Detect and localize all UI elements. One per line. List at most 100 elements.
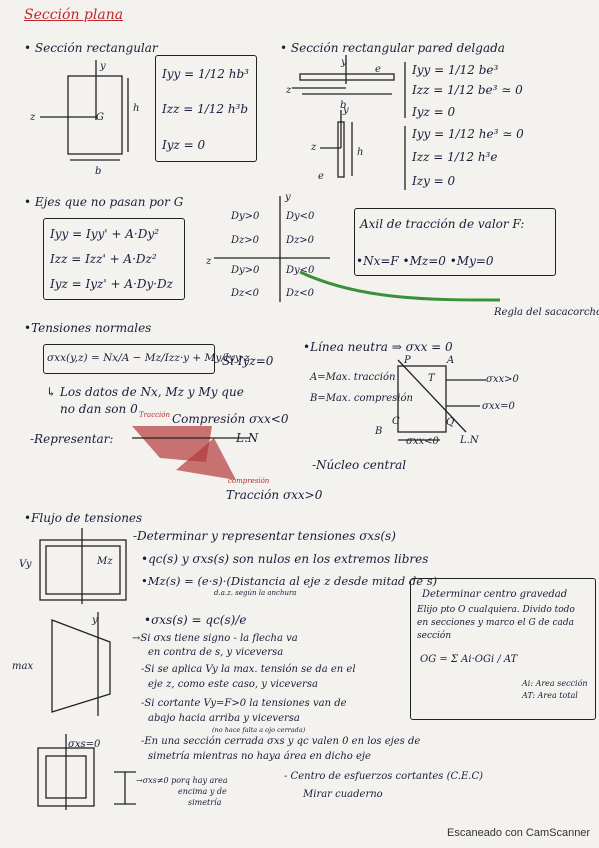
flujo-item-17: - Centro de esfuerzos cortantes (C.E.C) <box>284 771 484 782</box>
flujo-sxs0-label: σxs=0 <box>68 739 101 750</box>
centroid-at: AT: Area total <box>522 691 578 700</box>
rect-y-label: y <box>100 61 106 72</box>
tension-note1: ↳ Los datos de Nx, Mz y My que <box>46 385 244 399</box>
quad-axis-z: z <box>206 256 212 267</box>
flujo-item-8: eje z, como este caso, y viceversa <box>148 679 318 690</box>
represent-label: -Representar: <box>30 432 114 446</box>
flujo-item-12: -En una sección cerrada σxs y qc valen 0… <box>141 736 421 747</box>
rect-formula-iyz: Iyz = 0 <box>162 138 206 152</box>
axes-formula-iyz: Iyz = Iyz' + A·Dy·Dz <box>50 277 173 291</box>
thin-e-label: e <box>375 64 381 75</box>
axil-note: Regla del sacacorchos <box>494 307 599 318</box>
flujo-vy-label: Vy <box>19 559 32 570</box>
pt-sxx-neg: σxx<0 <box>406 436 439 447</box>
quad-3: Dz>0 <box>231 235 260 246</box>
quad-axis-y: y <box>285 192 291 203</box>
green-screw-scribble <box>299 270 501 302</box>
thin2-e-label: e <box>318 171 324 182</box>
flujo-heading: •Flujo de tensiones <box>24 511 143 525</box>
quad-5: Dy>0 <box>231 265 260 276</box>
flux-section-1 <box>39 539 127 601</box>
neutral-a-label: A=Max. tracción <box>310 372 396 383</box>
small-compresion-label: compresión <box>228 477 270 485</box>
axil-box <box>354 208 556 276</box>
tension-heading: •Tensiones normales <box>24 321 152 335</box>
pt-b: B <box>375 426 383 437</box>
flujo-item-11: (no hace falta a ojo cerrada) <box>212 726 306 734</box>
thin2-y-label: y <box>343 105 349 116</box>
flujo-mz-label: Mz <box>97 556 113 567</box>
axes-heading: • Ejes que no pasan por G <box>24 195 184 209</box>
thin-formula-a-izz: Izz = 1/12 be³ ≃ 0 <box>412 83 523 97</box>
pt-p: P <box>404 355 411 366</box>
centroid-line-0: Determinar centro gravedad <box>422 589 568 600</box>
rect-formula-box <box>155 55 257 162</box>
pt-t: T <box>428 373 435 384</box>
centroid-line-1: Elijo pto O cualquiera. Divido todo <box>417 605 575 615</box>
flujo-item-14: →σxs≠0 porq hay area <box>136 776 228 785</box>
flujo-item-1: •qc(s) y σxs(s) son nulos en los extremo… <box>141 552 429 566</box>
flujo-max-label: max <box>12 661 34 672</box>
quad-6: Dy<0 <box>286 265 315 276</box>
flujo-item-6: en contra de s, y viceversa <box>148 647 284 658</box>
centroid-ai: Ai: Area sección <box>522 679 588 688</box>
flujo-item-16: simetría <box>188 798 222 807</box>
pt-ln: L.N <box>460 435 479 446</box>
quad-7: Dz<0 <box>231 288 260 299</box>
nucleo-central: -Núcleo central <box>312 458 407 472</box>
pt-sxx-zero: σxx=0 <box>482 401 515 412</box>
tension-formula-box <box>43 344 215 374</box>
axil-line: •Nx=F •Mz=0 •My=0 <box>356 254 494 268</box>
flujo-item-15: encima y de <box>178 787 227 796</box>
flujo-item-3: d.a.z. según la anchura <box>214 589 297 597</box>
rect-g-label: G <box>96 112 104 123</box>
tension-condition: Si Iyz=0 <box>222 354 274 368</box>
compression-wedge <box>132 426 212 462</box>
quad-2: Dy<0 <box>286 211 315 222</box>
rect-section-shape <box>67 75 123 155</box>
centroid-box <box>410 578 596 720</box>
axes-formula-iyy: Iyy = Iyy' + A·Dy² <box>50 227 159 241</box>
pt-q: Q <box>446 417 455 428</box>
thin-b-label: b <box>340 100 347 111</box>
flujo-y-label: y <box>92 615 98 626</box>
thin-y-label: y <box>341 57 347 68</box>
thin2-h-label: h <box>357 147 364 158</box>
thin-formula-b-izz: Izz = 1/12 h³e <box>412 150 498 164</box>
rect-b-label: b <box>95 166 102 177</box>
compresion-label: Compresión σxx<0 <box>172 412 289 426</box>
flux-section-2 <box>51 619 111 713</box>
neutral-b-label: B=Max. compresión <box>310 393 413 404</box>
traccion-label: Tracción σxx>0 <box>226 488 323 502</box>
rect-formula-izz: Izz = 1/12 h³b <box>162 102 249 116</box>
thin-formula-b-izy: Izy = 0 <box>412 174 456 188</box>
flujo-item-13: simetría mientras no haya área en dicho … <box>148 751 371 762</box>
small-traccion-label: Tracción <box>139 411 170 419</box>
flujo-item-18: Mirar cuaderno <box>303 789 383 800</box>
flujo-item-9: -Si cortante Vy=F>0 la tensiones van de <box>141 698 347 709</box>
quad-1: Dy>0 <box>231 211 260 222</box>
axes-formula-box <box>43 218 185 300</box>
flujo-item-7: -Si se aplica Vy la max. tensión se da e… <box>141 664 356 675</box>
thin2-z-label: z <box>311 142 317 153</box>
rect-z-label: z <box>30 112 36 123</box>
thin-h-shape <box>299 73 395 81</box>
page-title: Sección plana <box>24 7 124 23</box>
flujo-item-2: •Mz(s) = (e·s)·(Distancia al eje z desde… <box>141 574 438 588</box>
quad-8: Dz<0 <box>286 288 315 299</box>
thin-formula-a-iyy: Iyy = 1/12 be³ <box>412 63 499 77</box>
flujo-item-4: •σxs(s) = qc(s)/e <box>144 613 247 627</box>
rect-heading: • Sección rectangular <box>24 41 158 55</box>
traction-wedge <box>176 438 236 480</box>
centroid-formula: OG = Σ Ai·OGi / AT <box>420 654 518 665</box>
pt-sxx-pos: σxx>0 <box>486 374 519 385</box>
quad-4: Dz>0 <box>286 235 315 246</box>
neutral-box <box>397 365 447 433</box>
neutral-line <box>397 359 467 433</box>
flujo-item-10: abajo hacia arriba y viceversa <box>148 713 300 724</box>
flux-section-1-inner <box>45 545 121 595</box>
flujo-item-0: -Determinar y representar tensiones σxs(… <box>133 529 396 543</box>
pt-c: C <box>392 416 400 427</box>
